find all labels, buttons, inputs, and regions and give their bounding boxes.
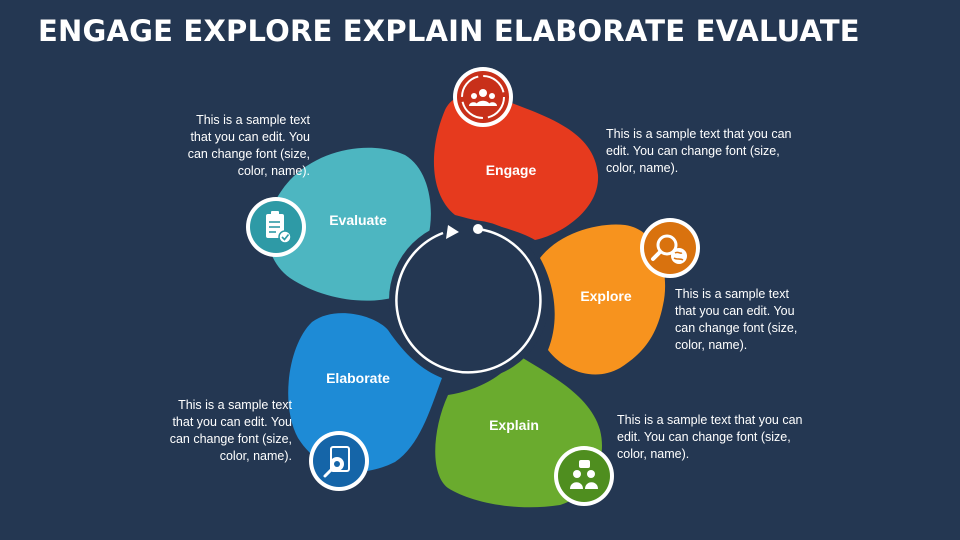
petal-evaluate[interactable]: Evaluate: [267, 147, 431, 301]
description-elaborate: This is a sample text that you can edit.…: [169, 398, 292, 463]
petal-label-explain: Explain: [489, 417, 539, 433]
document-gear-icon: [309, 431, 369, 491]
cycle-arrowhead-icon: [446, 225, 459, 239]
team-icon: [453, 67, 513, 127]
description-engage: This is a sample text that you can edit.…: [606, 127, 792, 175]
cycle-ring: [389, 220, 549, 380]
petal-engage[interactable]: Engage: [433, 94, 599, 241]
petal-label-engage: Engage: [486, 162, 537, 178]
discussion-icon: [554, 446, 614, 506]
clipboard-check-icon: [246, 197, 306, 257]
petal-label-explore: Explore: [580, 288, 632, 304]
petal-label-evaluate: Evaluate: [329, 212, 387, 228]
search-globe-icon: [640, 218, 700, 278]
description-explore: This is a sample text that you can edit.…: [675, 287, 798, 352]
description-explain: This is a sample text that you can edit.…: [617, 413, 803, 461]
description-evaluate: This is a sample text that you can edit.…: [187, 113, 310, 178]
petal-elaborate[interactable]: Elaborate: [288, 313, 442, 472]
page-title: ENGAGE EXPLORE EXPLAIN ELABORATE EVALUAT…: [38, 14, 860, 48]
cycle-start-dot: [473, 224, 483, 234]
petal-label-elaborate: Elaborate: [326, 370, 390, 386]
petal-explore[interactable]: Explore: [540, 224, 666, 375]
